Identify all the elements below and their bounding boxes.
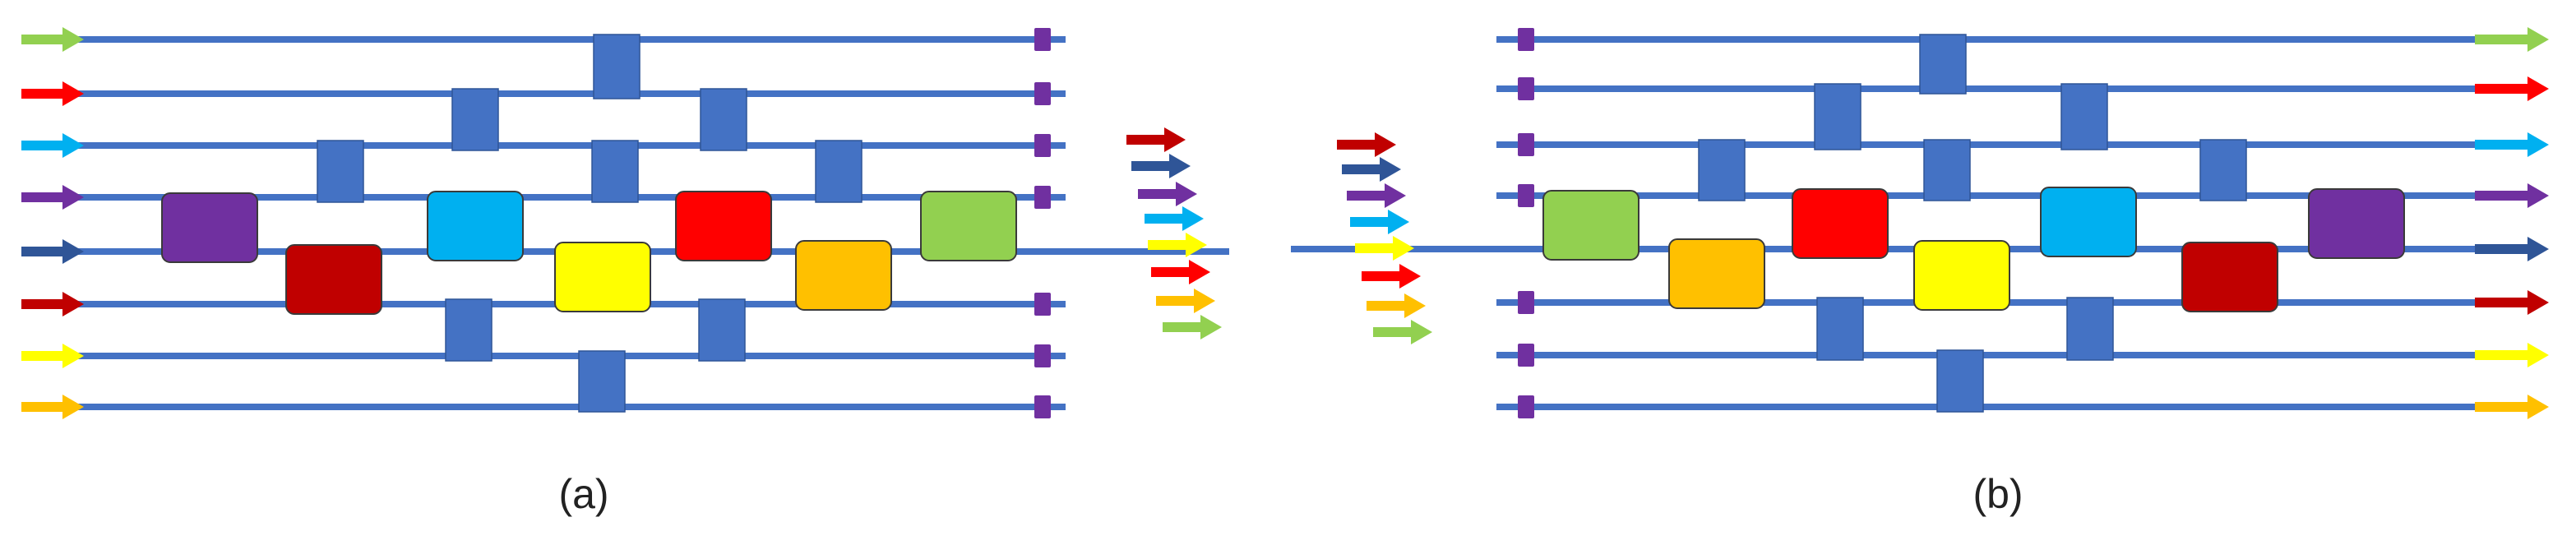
panel-a-output-arrow-4 (1145, 206, 1204, 231)
panel-a-junction-5 (591, 140, 639, 203)
panel-b-input-arrow-8 (1373, 320, 1432, 344)
panel-a-terminal-1 (1034, 28, 1051, 51)
panel-a-output-arrow-1 (1126, 127, 1186, 152)
panel-a-input-arrow-3 (21, 133, 84, 158)
panel-b-output-arrow-7 (2475, 343, 2549, 367)
panel-a-junction-9 (578, 350, 626, 413)
panel-b-block-darkred (2181, 242, 2278, 312)
panel-b-junction-3 (2060, 83, 2108, 150)
panel-a-output-arrow-5 (1148, 233, 1207, 257)
panel-b-junction-9 (1936, 349, 1984, 413)
panel-a-output-arrow-2 (1131, 154, 1191, 178)
panel-b-output-arrow-5 (2475, 237, 2549, 261)
panel-a-input-arrow-8 (21, 395, 84, 419)
caption-a: (a) (558, 471, 609, 517)
panel-b-line-1 (1496, 36, 2532, 43)
caption-b: (b) (1972, 471, 2023, 517)
panel-a-junction-2 (451, 88, 499, 151)
panel-a-input-arrow-7 (21, 344, 84, 368)
panel-b-input-arrow-2 (1342, 157, 1401, 182)
panel-b-junction-6 (2199, 139, 2247, 201)
panel-b-line-5 (1291, 246, 2532, 252)
panel-b-line-6 (1496, 299, 2532, 306)
panel-a-line-3 (72, 142, 1066, 149)
panel-b-junction-4 (1698, 139, 1746, 201)
panel-b-terminal-7 (1518, 344, 1534, 367)
panel-a-input-arrow-2 (21, 81, 84, 106)
panel-b-junction-5 (1923, 139, 1971, 201)
panel-a-input-arrow-5 (21, 239, 84, 264)
panel-b-line-2 (1496, 85, 2532, 92)
panel-b-terminal-3 (1518, 133, 1534, 156)
panel-b-block-yellow (1913, 240, 2010, 311)
panel-b-output-arrow-3 (2475, 132, 2549, 157)
panel-b-terminal-1 (1518, 28, 1534, 51)
panel-b-input-arrow-5 (1355, 236, 1414, 261)
panel-a-block-darkred (285, 244, 382, 315)
panel-a-input-arrow-6 (21, 292, 84, 316)
panel-a-input-arrow-1 (21, 27, 84, 52)
panel-b-output-arrow-1 (2475, 27, 2549, 52)
panel-a-block-red (675, 191, 772, 261)
panel-a-terminal-3 (1034, 134, 1051, 157)
panel-b-line-7 (1496, 352, 2532, 358)
panel-a-junction-6 (815, 140, 863, 203)
panel-b-input-arrow-6 (1362, 264, 1421, 289)
panel-b-line-4 (1496, 192, 2532, 199)
panel-b-output-arrow-4 (2475, 183, 2549, 208)
panel-b-block-red (1792, 188, 1889, 259)
panel-a-input-arrow-4 (21, 185, 84, 210)
panel-b-junction-1 (1919, 34, 1967, 95)
panel-a-junction-1 (593, 34, 641, 99)
panel-a-terminal-7 (1034, 344, 1051, 367)
panel-a-terminal-8 (1034, 395, 1051, 418)
panel-b-input-arrow-1 (1337, 132, 1396, 157)
panel-a-output-arrow-6 (1151, 260, 1210, 284)
panel-a-block-cyan (427, 191, 524, 261)
panel-a-line-4 (72, 194, 1066, 201)
panel-a-block-purple (161, 192, 258, 263)
panel-b-line-8 (1496, 404, 2532, 410)
panel-b-input-arrow-7 (1367, 293, 1426, 318)
panel-b-block-cyan (2040, 187, 2137, 257)
panel-b-line-3 (1496, 141, 2532, 148)
panel-a-junction-8 (698, 298, 746, 362)
panel-b-block-orange (1668, 238, 1765, 309)
panel-a-output-arrow-3 (1138, 182, 1197, 206)
panel-a-line-2 (72, 90, 1066, 97)
panel-b-input-arrow-4 (1350, 210, 1409, 234)
panel-a-terminal-6 (1034, 293, 1051, 316)
panel-b-terminal-6 (1518, 291, 1534, 314)
panel-a-block-orange (795, 240, 892, 311)
panel-b-block-green (1542, 190, 1639, 261)
panel-a-line-1 (72, 36, 1066, 43)
panel-a-output-arrow-7 (1156, 289, 1215, 313)
panel-b-terminal-8 (1518, 395, 1534, 418)
panel-a-line-8 (72, 404, 1066, 410)
panel-b-input-arrow-3 (1347, 183, 1406, 208)
panel-a-terminal-2 (1034, 82, 1051, 105)
panel-a-terminal-4 (1034, 186, 1051, 209)
panel-a-output-arrow-8 (1163, 315, 1222, 339)
panel-b-output-arrow-6 (2475, 290, 2549, 315)
panel-a-junction-7 (445, 298, 493, 362)
panel-b-output-arrow-2 (2475, 76, 2549, 101)
panel-b-terminal-2 (1518, 77, 1534, 100)
panel-b-output-arrow-8 (2475, 395, 2549, 419)
panel-a-line-7 (72, 353, 1066, 359)
panel-b-junction-8 (2066, 297, 2114, 361)
panel-a-junction-3 (700, 88, 747, 151)
panel-b-junction-7 (1816, 297, 1864, 361)
panel-a-junction-4 (317, 140, 364, 203)
panel-b-terminal-4 (1518, 184, 1534, 207)
panel-b-junction-2 (1814, 83, 1861, 150)
panel-a-block-yellow (554, 242, 651, 312)
panel-a-block-green (920, 191, 1017, 261)
panel-b-block-purple (2308, 188, 2405, 259)
